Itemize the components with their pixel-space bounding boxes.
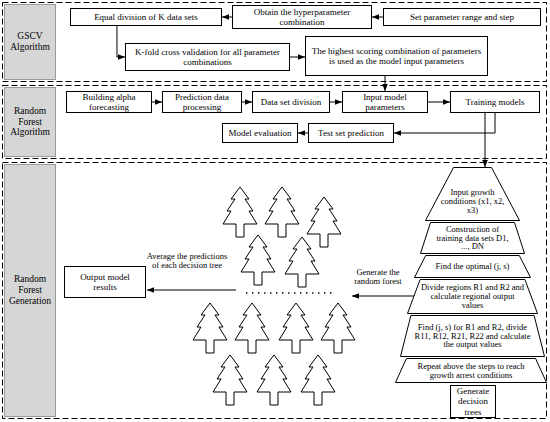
tree-trunk: Generate decision trees xyxy=(450,385,496,418)
small-tree xyxy=(213,355,247,405)
node-text: The highest scoring combination of param… xyxy=(309,46,484,66)
panel-outline xyxy=(2,85,547,159)
small-tree xyxy=(235,303,269,353)
flow-arrow xyxy=(428,102,450,103)
section-panel: Input growth conditions (x1, x2, x3) Cons… xyxy=(2,162,547,419)
node-text: Model evaluation xyxy=(228,128,291,138)
process-box: Set parameter range and step xyxy=(383,8,541,26)
flow-arrow xyxy=(330,102,342,103)
tree-tier: Construction of training data sets D1, .… xyxy=(420,222,525,254)
node-text: Repeat above the steps to reach growth a… xyxy=(406,362,536,380)
dashed-border xyxy=(3,86,547,159)
arrow-label: Generate the random forest xyxy=(350,268,406,287)
small-tree xyxy=(265,187,299,237)
small-tree xyxy=(193,303,227,353)
flow-arrow xyxy=(290,57,305,58)
ellipsis-dots xyxy=(246,292,334,293)
section-band: Random Forest Algorithm xyxy=(4,87,56,157)
dashed-border xyxy=(3,3,547,82)
process-box: Equal division of K data sets xyxy=(70,8,222,26)
node-text: Input growth conditions (x1, x2, x3) xyxy=(437,188,508,215)
node-text: Find (j, s) for R1 and R2, divide R11, R… xyxy=(411,323,534,350)
flow-arrow xyxy=(298,133,308,134)
tree-tier: Find (j, s) for R1 and R2, divide R11, R… xyxy=(400,315,545,357)
arrow-label: Average the predictions of each decision… xyxy=(146,252,228,271)
small-tree xyxy=(257,355,291,405)
flow-arrow xyxy=(385,76,386,91)
node-text: Set parameter range and step xyxy=(410,12,514,22)
dashed-border xyxy=(3,163,547,419)
tier-outline xyxy=(415,256,531,278)
flow-arrow xyxy=(152,102,162,103)
process-box: Test set prediction xyxy=(308,123,394,143)
average-arrow xyxy=(147,290,236,291)
node-text: Construction of training data sets D1, .… xyxy=(432,225,513,252)
small-tree xyxy=(241,235,275,285)
tree-tier: Repeat above the steps to reach growth a… xyxy=(395,358,547,383)
node-text: Building alpha forecasting xyxy=(70,92,148,112)
flow-arrow xyxy=(372,17,383,18)
flow-arrow xyxy=(222,17,232,18)
node-text: Test set prediction xyxy=(318,128,384,138)
node-text: Random Forest Algorithm xyxy=(7,106,53,139)
tree-tier: Find the optimal (j, s) xyxy=(414,255,531,278)
section-band: Random Forest Generation xyxy=(4,164,56,417)
node-text: Training models xyxy=(466,97,525,107)
tier-outline xyxy=(401,316,545,357)
flow-arrow xyxy=(117,26,125,57)
section-panel: Equal division of K data sets Obtain the … xyxy=(2,2,547,82)
flow-arrow xyxy=(242,102,252,103)
process-box: Training models xyxy=(450,91,540,113)
small-tree xyxy=(321,303,355,353)
small-tree xyxy=(301,355,335,405)
process-box: The highest scoring combination of param… xyxy=(305,36,488,76)
process-box: K-fold cross validation for all paramete… xyxy=(125,43,290,71)
tier-outline xyxy=(421,223,525,254)
process-box: Data set division xyxy=(252,91,330,113)
process-box: Prediction data processing xyxy=(162,91,242,113)
small-tree xyxy=(223,187,257,237)
process-box: Obtain the hyperparameter combination xyxy=(232,5,372,29)
section-band: GSCV Algorithm xyxy=(4,4,56,80)
node-text: Generate decision trees xyxy=(452,386,494,416)
tier-outline xyxy=(396,359,547,383)
tier-outline xyxy=(426,168,520,221)
section-panel: Building alpha forecasting Prediction dat… xyxy=(2,85,547,159)
small-tree xyxy=(279,303,313,353)
node-text: K-fold cross validation for all paramete… xyxy=(129,47,286,67)
node-text: Input model parameters xyxy=(346,92,424,112)
tree-tier: Input growth conditions (x1, x2, x3) xyxy=(425,167,520,221)
process-box: Input model parameters xyxy=(342,91,428,113)
tree-tier: Divide regions R1 and R2 and calculate r… xyxy=(407,279,538,314)
generate-forest-arrow xyxy=(352,296,414,297)
node-text: Find the optimal (j, s) xyxy=(436,262,510,271)
panel-outline xyxy=(2,162,547,419)
small-tree xyxy=(307,197,341,247)
node-text: Divide regions R1 and R2 and calculate r… xyxy=(419,283,526,310)
node-text: Equal division of K data sets xyxy=(94,12,198,22)
node-text: Data set division xyxy=(261,97,322,107)
node-text: Obtain the hyperparameter combination xyxy=(236,7,368,27)
process-box: Building alpha forecasting xyxy=(66,91,152,113)
node-text: Prediction data processing xyxy=(166,92,238,112)
output-box: Output model results xyxy=(64,266,146,298)
node-text: GSCV Algorithm xyxy=(7,31,53,53)
node-text: Output model results xyxy=(68,272,142,292)
node-text: Random Forest Generation xyxy=(7,274,53,307)
small-tree xyxy=(285,237,319,287)
tier-outline xyxy=(408,280,538,314)
process-box: Model evaluation xyxy=(222,123,298,143)
panel-outline xyxy=(2,2,547,82)
flow-arrow xyxy=(394,113,495,133)
